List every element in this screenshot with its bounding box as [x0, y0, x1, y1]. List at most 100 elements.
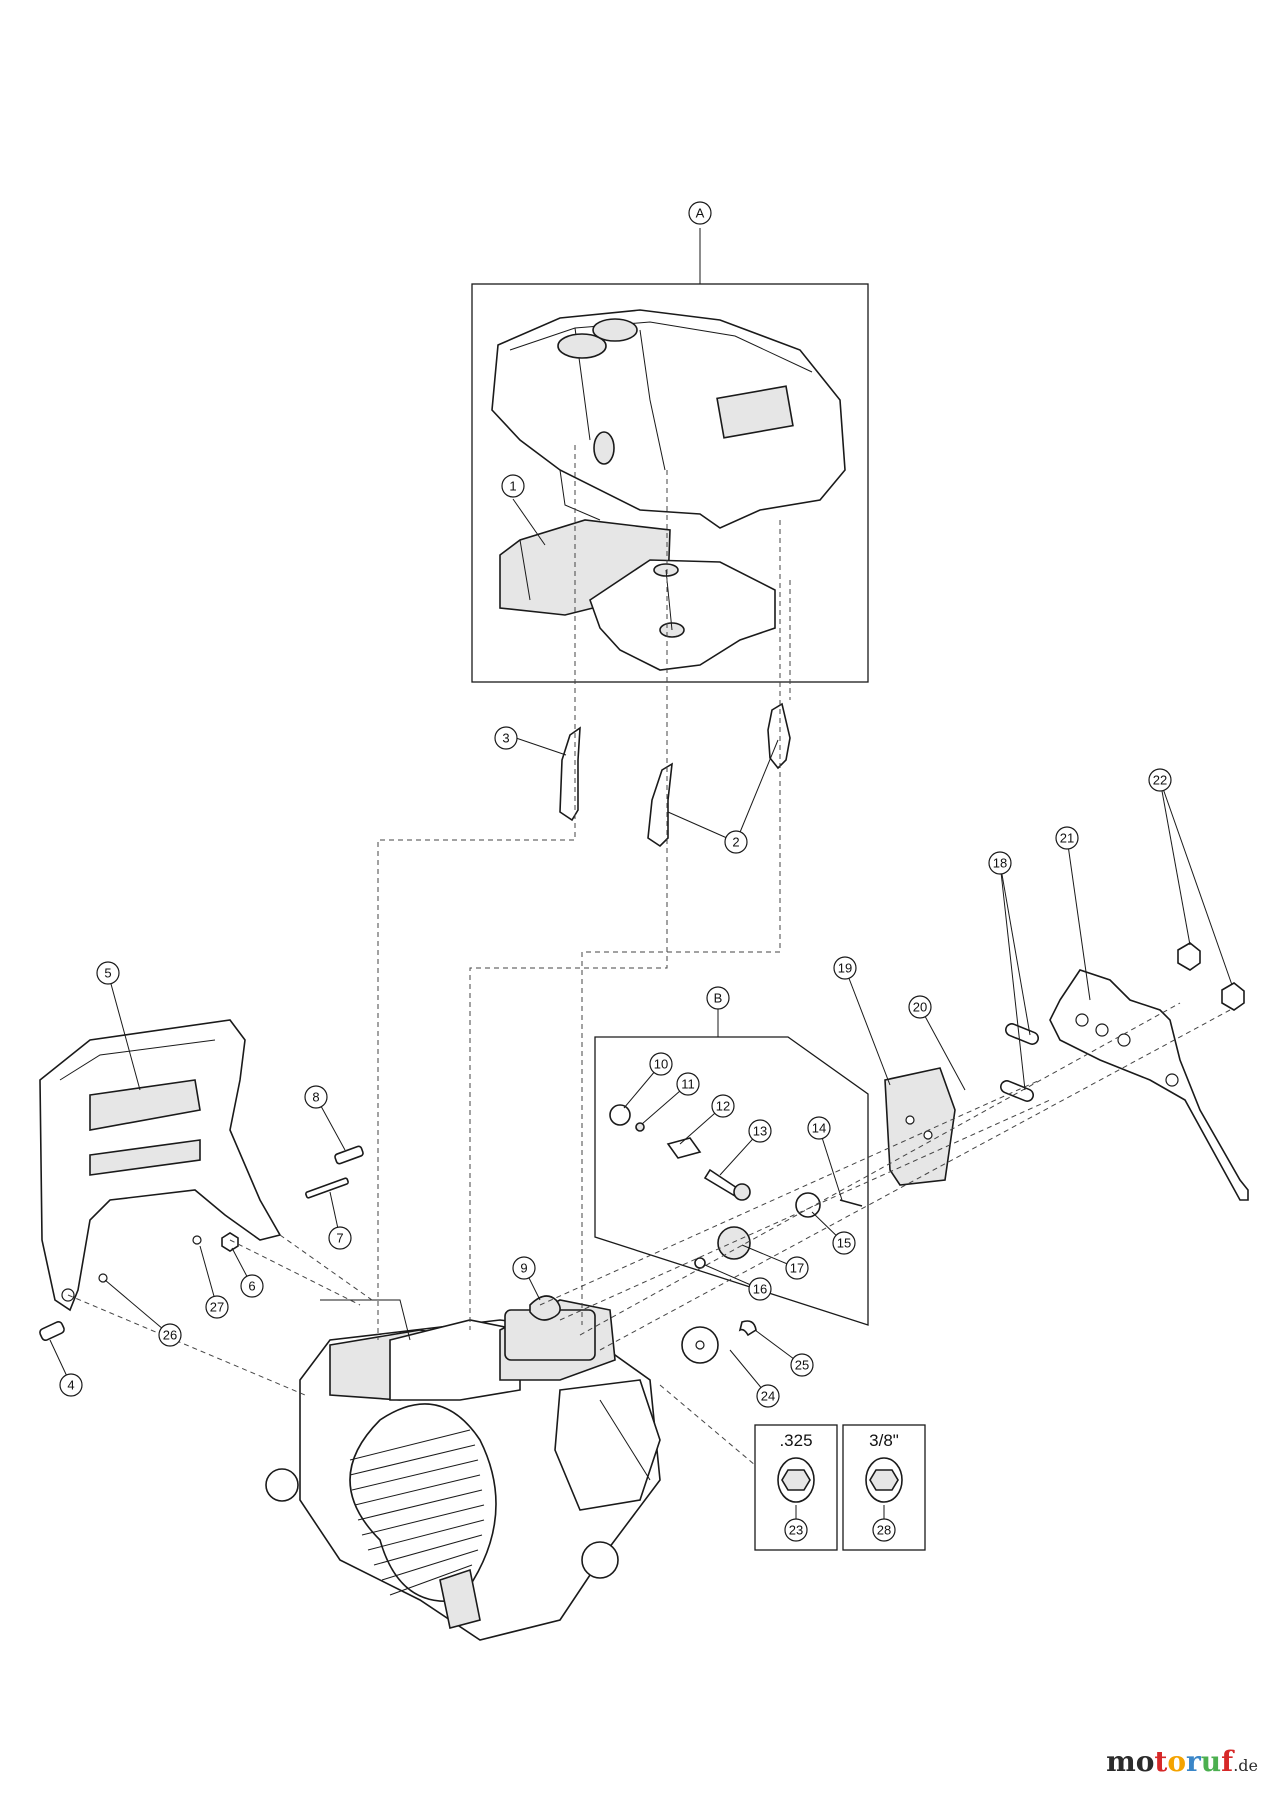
callout-1: 1 [501, 474, 525, 498]
callout-leaders [49, 498, 1233, 1520]
callout-4: 4 [59, 1373, 83, 1397]
callout-5: 5 [96, 961, 120, 985]
svg-text:19: 19 [838, 961, 852, 976]
svg-text:1: 1 [509, 479, 516, 494]
svg-text:A: A [696, 206, 705, 221]
svg-text:12: 12 [716, 1099, 730, 1114]
group-a-frame [471, 283, 869, 683]
watermark-letter: r [1186, 1745, 1201, 1778]
svg-text:20: 20 [913, 1000, 927, 1015]
svg-text:11: 11 [681, 1077, 695, 1092]
svg-text:9: 9 [520, 1261, 527, 1276]
svg-text:28: 28 [877, 1523, 891, 1538]
sprocket-cover [1049, 969, 1249, 1201]
svg-text:3: 3 [502, 731, 509, 746]
hand-guard [39, 1019, 282, 1312]
callout-12: 12 [711, 1094, 735, 1118]
top-cover [491, 309, 846, 529]
sprocket-variants: .325 3/8" [754, 1424, 926, 1551]
svg-text:21: 21 [1060, 831, 1074, 846]
callout-25: 25 [790, 1353, 814, 1377]
callout-8: 8 [304, 1085, 328, 1109]
svg-text:4: 4 [67, 1378, 74, 1393]
bar-nuts [1177, 942, 1245, 1011]
watermark-letter: o [1135, 1745, 1155, 1778]
watermark-letter: m [1106, 1745, 1136, 1778]
watermark-letter: t [1154, 1745, 1168, 1778]
clip-3 [559, 726, 581, 822]
svg-text:27: 27 [210, 1300, 224, 1315]
callout-6: 6 [240, 1274, 264, 1298]
callout-7: 7 [328, 1226, 352, 1250]
svg-text:7: 7 [336, 1231, 343, 1246]
watermark-letter: u [1200, 1745, 1222, 1778]
filter-base [589, 559, 776, 671]
callout-19: 19 [833, 956, 857, 980]
clips [559, 702, 791, 848]
clip-2-left [647, 762, 673, 848]
callout-21: 21 [1055, 826, 1079, 850]
sprocket-pitch-38: 3/8" [869, 1431, 899, 1450]
svg-text:15: 15 [837, 1236, 851, 1251]
callout-23: 23 [784, 1518, 808, 1542]
screw-7 [305, 1177, 349, 1199]
washer-27 [192, 1235, 202, 1245]
svg-text:26: 26 [163, 1328, 177, 1343]
callout-13: 13 [748, 1119, 772, 1143]
sprocket-box-325 [754, 1424, 838, 1551]
svg-text:5: 5 [104, 966, 111, 981]
sprocket-icon-38 [865, 1457, 903, 1503]
sprocket-pitch-325: .325 [779, 1431, 812, 1450]
svg-text:16: 16 [753, 1282, 767, 1297]
svg-text:22: 22 [1153, 773, 1167, 788]
sprocket-box-38 [842, 1424, 926, 1551]
callout-2: 2 [724, 830, 748, 854]
svg-text:14: 14 [812, 1121, 826, 1136]
guide-plate [884, 1067, 956, 1186]
callout-27: 27 [205, 1295, 229, 1319]
spring-9 [529, 1295, 561, 1321]
svg-text:25: 25 [795, 1358, 809, 1373]
callout-11: 11 [676, 1072, 700, 1096]
watermark-logo: motoruf.de [1106, 1745, 1258, 1778]
watermark-letter: o [1167, 1745, 1187, 1778]
callout-24: 24 [756, 1384, 780, 1408]
svg-text:8: 8 [312, 1090, 319, 1105]
callout-26: 26 [158, 1323, 182, 1347]
svg-text:2: 2 [732, 835, 739, 850]
svg-text:6: 6 [248, 1279, 255, 1294]
svg-text:17: 17 [790, 1261, 804, 1276]
svg-text:24: 24 [761, 1389, 775, 1404]
callout-28: 28 [872, 1518, 896, 1542]
callout-17: 17 [785, 1256, 809, 1280]
callout-15: 15 [832, 1231, 856, 1255]
svg-text:B: B [714, 991, 723, 1006]
callout-14: 14 [807, 1116, 831, 1140]
clip-2-right [767, 702, 791, 770]
callout-3: 3 [494, 726, 518, 750]
svg-text:23: 23 [789, 1523, 803, 1538]
small-parts [39, 1145, 757, 1364]
group-a [471, 228, 869, 683]
callout-22: 22 [1148, 768, 1172, 792]
group-label-a: A [688, 201, 712, 225]
callout-10: 10 [649, 1052, 673, 1076]
sprocket-icon-325 [777, 1457, 815, 1503]
group-b-frame [594, 1036, 869, 1326]
cooling-fins [349, 1429, 485, 1596]
watermark-letter: f [1221, 1745, 1234, 1778]
engine-housing [265, 1299, 661, 1641]
clip-25 [738, 1320, 757, 1337]
bolt-4 [39, 1321, 65, 1341]
svg-text:13: 13 [753, 1124, 767, 1139]
screw-8 [334, 1145, 364, 1165]
callout-20: 20 [908, 995, 932, 1019]
group-label-b: B [706, 986, 730, 1010]
callout-16: 16 [748, 1277, 772, 1301]
bar-studs [1000, 1023, 1039, 1102]
svg-text:18: 18 [993, 856, 1007, 871]
callout-9: 9 [512, 1256, 536, 1280]
svg-text:10: 10 [654, 1057, 668, 1072]
nut-6 [221, 1232, 239, 1252]
